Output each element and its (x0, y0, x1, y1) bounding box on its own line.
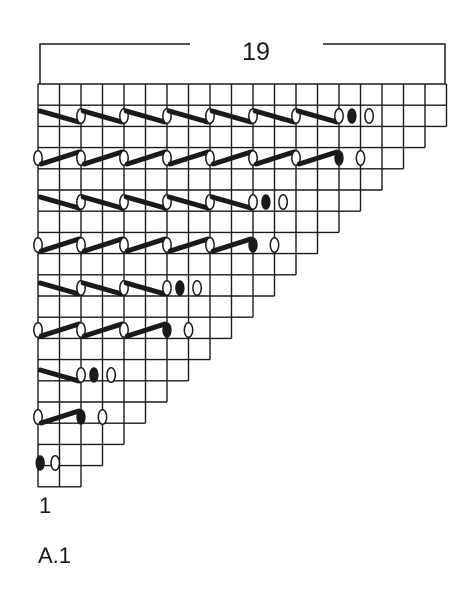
yarn-over-symbol (334, 108, 344, 124)
yarn-over-symbol (183, 322, 194, 338)
yarn-over-symbol (278, 194, 289, 210)
decrease-bar-symbol (123, 280, 168, 297)
yarn-over-symbol (119, 237, 129, 253)
yarn-over-symbol (33, 237, 43, 253)
yarn-over-symbol (119, 150, 129, 166)
yarn-over-symbol (291, 150, 301, 166)
yarn-over-symbol (192, 280, 203, 296)
decrease-bar-symbol (166, 108, 211, 125)
filled-stitch-symbol (76, 409, 86, 425)
decrease-bar-symbol (253, 149, 297, 167)
decrease-bar-symbol (37, 280, 82, 297)
filled-stitch-symbol (162, 322, 172, 338)
filled-stitch-symbol (35, 455, 45, 471)
filled-stitch-symbol (261, 194, 271, 210)
yarn-over-symbol (33, 322, 43, 338)
decrease-bar-symbol (124, 321, 168, 339)
yarn-over-symbol (162, 150, 172, 166)
yarn-over-symbol (269, 237, 280, 253)
yarn-over-symbol (33, 409, 43, 425)
stitch-symbols (33, 108, 375, 471)
yarn-over-symbol (248, 150, 258, 166)
yarn-over-symbol (119, 322, 129, 338)
decrease-bar-symbol (209, 108, 254, 125)
yarn-over-symbol (162, 237, 172, 253)
filled-stitch-symbol (248, 237, 258, 253)
decrease-bar-symbol (37, 194, 82, 211)
decrease-bar-symbol (80, 280, 125, 297)
yarn-over-symbol (364, 108, 375, 124)
decrease-bar-symbol (167, 236, 211, 254)
decrease-bar-symbol (123, 194, 168, 211)
yarn-over-symbol (106, 367, 117, 383)
decrease-bar-symbol (37, 367, 82, 384)
width-label: 19 (242, 38, 270, 66)
filled-stitch-symbol (334, 150, 344, 166)
filled-stitch-symbol (89, 367, 99, 383)
yarn-over-symbol (76, 237, 86, 253)
decrease-bar-symbol (296, 149, 340, 167)
decrease-bar-symbol (124, 236, 168, 254)
width-bracket-right (323, 43, 446, 84)
decrease-bar-symbol (209, 194, 254, 211)
decrease-bar-symbol (81, 321, 125, 339)
decrease-bar-symbol (123, 108, 168, 125)
decrease-bar-symbol (38, 149, 82, 167)
decrease-bar-symbol (81, 236, 125, 254)
yarn-over-symbol (205, 150, 215, 166)
decrease-bar-symbol (38, 408, 82, 426)
decrease-bar-symbol (38, 321, 82, 339)
decrease-bar-symbol (210, 149, 254, 167)
yarn-over-symbol (76, 150, 86, 166)
yarn-over-symbol (97, 409, 108, 425)
decrease-bar-symbol (38, 236, 82, 254)
row-number-label: 1 (39, 493, 51, 518)
yarn-over-symbol (76, 367, 86, 383)
width-bracket-left (39, 43, 190, 84)
yarn-over-symbol (355, 150, 366, 166)
yarn-over-symbol (33, 150, 43, 166)
filled-stitch-symbol (175, 280, 185, 296)
yarn-over-symbol (50, 455, 61, 471)
yarn-over-symbol (205, 237, 215, 253)
yarn-over-symbol (76, 322, 86, 338)
yarn-over-symbol (248, 194, 258, 210)
decrease-bar-symbol (80, 194, 125, 211)
filled-stitch-symbol (347, 108, 357, 124)
decrease-bar-symbol (167, 149, 211, 167)
decrease-bar-symbol (295, 108, 340, 125)
decrease-bar-symbol (252, 108, 297, 125)
decrease-bar-symbol (124, 149, 168, 167)
decrease-bar-symbol (81, 149, 125, 167)
decrease-bar-symbol (210, 236, 254, 254)
yarn-over-symbol (162, 280, 172, 296)
decrease-bar-symbol (37, 108, 82, 125)
decrease-bar-symbol (166, 194, 211, 211)
decrease-bar-symbol (80, 108, 125, 125)
width-bracket: 19 (39, 38, 446, 84)
chart-title: A.1 (38, 543, 71, 568)
